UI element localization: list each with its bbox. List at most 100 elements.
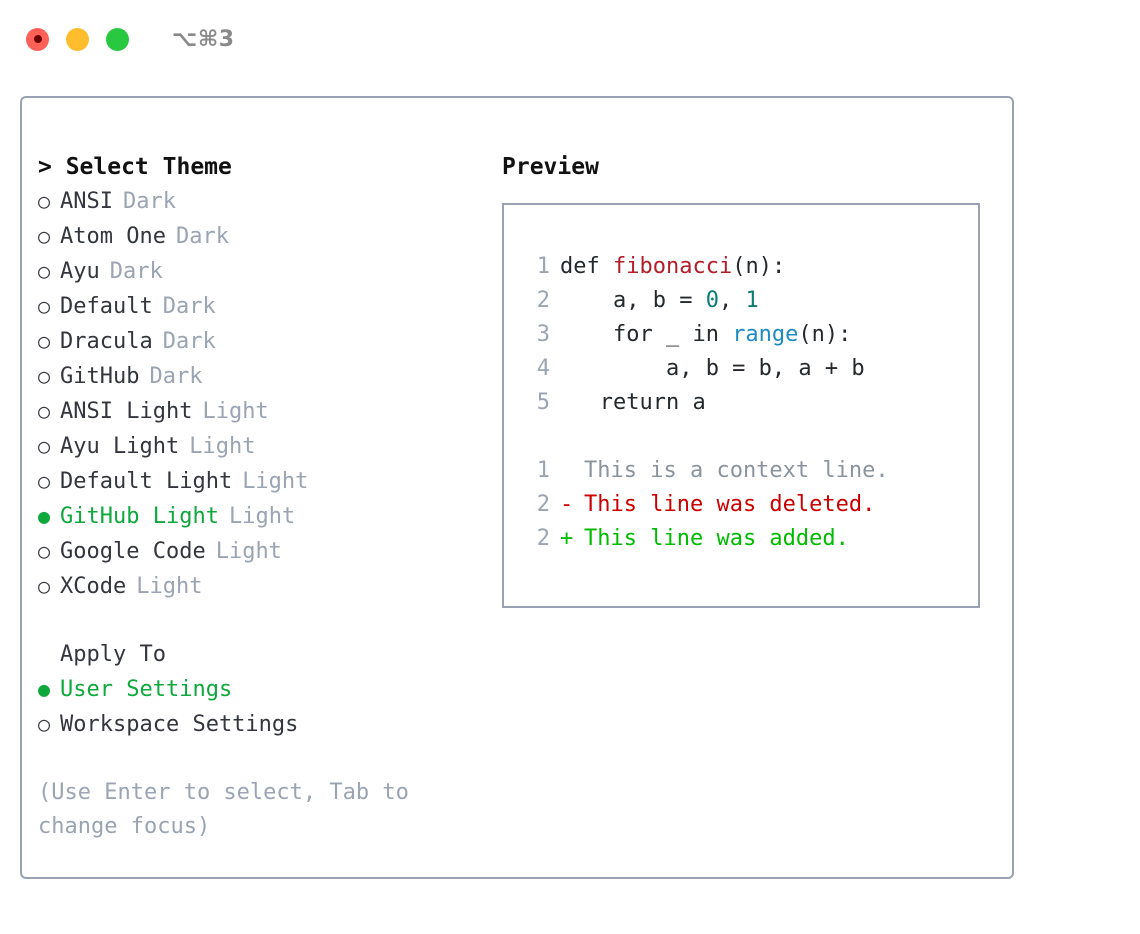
apply-to-option-label: User Settings (60, 677, 233, 702)
diff-marker: - (560, 492, 574, 517)
theme-option-variant-tag: Light (202, 399, 269, 424)
diff-marker (560, 454, 584, 488)
preview-header: Preview (502, 154, 599, 180)
theme-option-ansi[interactable]: ○ ANSI Dark (38, 184, 478, 219)
code-token: def (560, 254, 613, 279)
radio-unselected-icon: ○ (38, 189, 51, 213)
theme-option-variant-tag: Light (215, 539, 282, 564)
theme-option-variant-tag: Dark (149, 364, 203, 389)
radio-unselected-icon: ○ (38, 224, 51, 248)
line-number: 1 (536, 458, 550, 483)
code-line-content: return a (560, 386, 706, 420)
theme-option-variant-tag: Dark (175, 224, 229, 249)
select-theme-header: > Select Theme (38, 154, 232, 180)
close-button-icon[interactable] (26, 27, 49, 51)
theme-option-xcode[interactable]: ○ XCode Light (38, 569, 478, 604)
radio-unselected-icon: ○ (38, 539, 51, 563)
theme-option-label: GitHub (60, 364, 140, 389)
theme-option-google-code[interactable]: ○ Google Code Light (38, 534, 478, 569)
keyboard-hint-text: (Use Enter to select, Tab to change focu… (38, 780, 409, 839)
theme-option-variant-tag: Light (228, 504, 296, 529)
code-line-content: a, b = b, a + b (560, 352, 865, 386)
code-line: 1 def fibonacci(n): (524, 250, 978, 284)
theme-option-variant-tag: Dark (162, 294, 216, 319)
code-token: (n): (732, 254, 786, 279)
theme-option-atom-one[interactable]: ○ Atom One Dark (38, 219, 478, 254)
code-token: (n): (798, 322, 852, 347)
diff-line-text: This is a context line. (584, 458, 889, 483)
theme-option-label: Dracula (60, 329, 153, 354)
radio-unselected-icon: ○ (38, 434, 51, 458)
code-token: 1 (745, 288, 759, 313)
radio-unselected-icon: ○ (38, 399, 51, 423)
theme-option-variant-tag: Light (242, 469, 309, 494)
diff-marker: + (560, 526, 574, 551)
theme-option-label: ANSI (60, 189, 113, 214)
code-token: for _ in (560, 322, 733, 347)
theme-option-label: Ayu (60, 259, 100, 284)
theme-option-github-light[interactable]: ● GitHub Light Light (38, 499, 478, 534)
radio-unselected-icon: ○ (38, 712, 51, 736)
apply-to-list: ● User Settings ○Workspace Settings (38, 672, 478, 742)
recording-indicator-icon (33, 35, 42, 43)
code-token: a, b = b, a + b (560, 356, 865, 381)
radio-unselected-icon: ○ (38, 469, 51, 493)
line-number: 1 (536, 254, 550, 279)
line-number: 2 (536, 492, 550, 517)
theme-option-label: XCode (60, 574, 127, 599)
radio-unselected-icon: ○ (38, 574, 51, 598)
theme-option-ayu-light[interactable]: ○ Ayu Light Light (38, 429, 478, 464)
code-line: 4 a, b = b, a + b (524, 352, 978, 386)
radio-unselected-icon: ○ (38, 259, 51, 283)
line-number: 2 (536, 526, 550, 551)
line-number: 2 (536, 288, 550, 313)
theme-option-label: Ayu Light (60, 434, 180, 459)
code-line: 3 for _ in range(n): (524, 318, 978, 352)
diff-line-del: 2-This line was deleted. (524, 488, 978, 522)
apply-to-option-user-settings[interactable]: ● User Settings (38, 672, 478, 707)
minimize-button-icon[interactable] (66, 27, 89, 51)
theme-option-variant-tag: Light (189, 434, 256, 459)
theme-option-label: Atom One (60, 224, 166, 249)
line-number: 4 (536, 356, 550, 381)
diff-line-add: 2 + This line was added. (524, 522, 978, 556)
radio-selected-icon: ● (38, 504, 51, 528)
theme-option-label: Default Light (60, 469, 233, 494)
theme-option-label: Google Code (60, 539, 206, 564)
code-line-content: for _ in range(n): (560, 318, 851, 352)
diff-line-text: This line was added. (584, 526, 849, 551)
line-number: 3 (536, 322, 550, 347)
theme-option-default-light[interactable]: ○ Default Light Light (38, 464, 478, 499)
theme-option-label: GitHub Light (60, 504, 219, 529)
radio-unselected-icon: ○ (38, 294, 51, 318)
code-token: fibonacci (612, 254, 733, 279)
theme-option-github[interactable]: ○ GitHub Dark (38, 359, 478, 394)
diff-line-ctx: 1 This is a context line. (524, 454, 978, 488)
radio-unselected-icon: ○ (38, 364, 51, 388)
zoom-button-icon[interactable] (106, 27, 129, 51)
apply-to-header: Apply To (60, 642, 166, 667)
code-token: return a (560, 390, 706, 415)
keyboard-shortcut-label: ⌥⌘3 (172, 26, 235, 52)
code-token: , (718, 288, 746, 313)
code-spacer (524, 420, 978, 454)
diff-sample: 1 This is a context line.2-This line was… (524, 454, 978, 556)
radio-selected-icon: ● (38, 677, 51, 701)
theme-option-variant-tag: Dark (122, 189, 176, 214)
code-token: 0 (705, 288, 719, 313)
line-number: 5 (536, 390, 550, 415)
code-token: a, b = (560, 288, 706, 313)
code-line: 5 return a (524, 386, 978, 420)
theme-option-variant-tag: Light (136, 574, 203, 599)
apply-to-option-workspace-settings[interactable]: ○Workspace Settings (38, 707, 478, 742)
